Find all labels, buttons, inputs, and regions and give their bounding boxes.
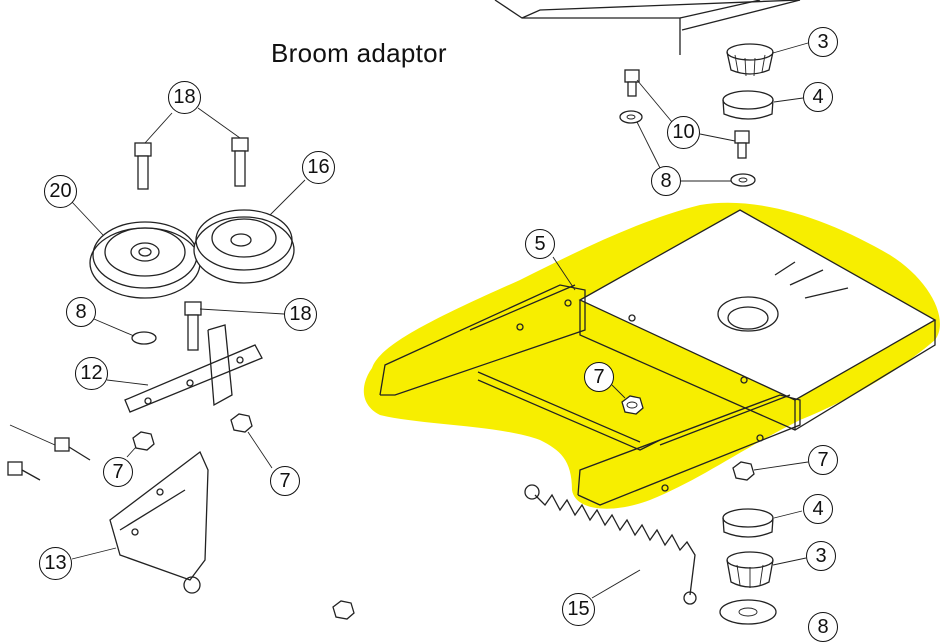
washer-8-top-left bbox=[619, 110, 643, 124]
nut-7-mid bbox=[230, 413, 253, 433]
bolt-10-upper bbox=[624, 69, 640, 97]
callout-8-bottom: 8 bbox=[808, 612, 838, 642]
callout-15: 15 bbox=[562, 593, 595, 626]
callout-7-left: 7 bbox=[103, 457, 133, 487]
nut-7-right bbox=[732, 461, 755, 481]
bolt-10-lower bbox=[734, 130, 750, 159]
callout-18-mid: 18 bbox=[284, 298, 317, 331]
pulley-16 bbox=[193, 209, 295, 284]
callout-4-top: 4 bbox=[803, 82, 833, 112]
bracket-13 bbox=[109, 450, 209, 594]
callout-20: 20 bbox=[44, 175, 77, 208]
nut-7-left bbox=[132, 431, 155, 451]
nut-7-center bbox=[621, 395, 644, 415]
washer-8-top-right bbox=[730, 173, 756, 187]
bolt-left-a bbox=[54, 437, 91, 461]
callout-7-mid: 7 bbox=[270, 466, 300, 496]
callout-10: 10 bbox=[667, 116, 700, 149]
top-frame-fragment bbox=[494, 0, 801, 55]
callout-8-left: 8 bbox=[66, 297, 96, 327]
callout-18-top: 18 bbox=[168, 81, 201, 114]
callout-4-bottom: 4 bbox=[803, 494, 833, 524]
washer-bottom bbox=[719, 599, 777, 625]
callout-3-top: 3 bbox=[808, 27, 838, 57]
bearing-cone-top bbox=[726, 43, 774, 77]
bearing-cup-top bbox=[722, 90, 774, 120]
bolt-18-a bbox=[134, 142, 152, 190]
spring-15 bbox=[524, 484, 697, 605]
washer-8-left bbox=[131, 331, 157, 345]
callout-7-right: 7 bbox=[808, 445, 838, 475]
nut-bottom bbox=[332, 600, 355, 620]
callout-5: 5 bbox=[525, 229, 555, 259]
pulley-20 bbox=[89, 221, 201, 299]
bolt-18-b bbox=[231, 137, 249, 187]
bracket-12 bbox=[124, 324, 263, 413]
bolt-left-b bbox=[7, 461, 41, 481]
callout-7-center: 7 bbox=[584, 362, 614, 392]
diagram-title: Broom adaptor bbox=[271, 38, 447, 68]
bolt-18-c bbox=[184, 301, 202, 351]
callout-16: 16 bbox=[302, 151, 335, 184]
bearing-cone-bottom bbox=[726, 551, 774, 588]
callout-3-bottom: 3 bbox=[806, 541, 836, 571]
bearing-cup-bottom bbox=[722, 508, 774, 538]
broom-adaptor-frame bbox=[363, 202, 940, 509]
exploded-parts-diagram bbox=[7, 0, 940, 625]
callout-12: 12 bbox=[75, 357, 108, 390]
callout-8-top: 8 bbox=[651, 166, 681, 196]
leader-lines bbox=[9, 42, 809, 599]
callout-13: 13 bbox=[39, 547, 72, 580]
